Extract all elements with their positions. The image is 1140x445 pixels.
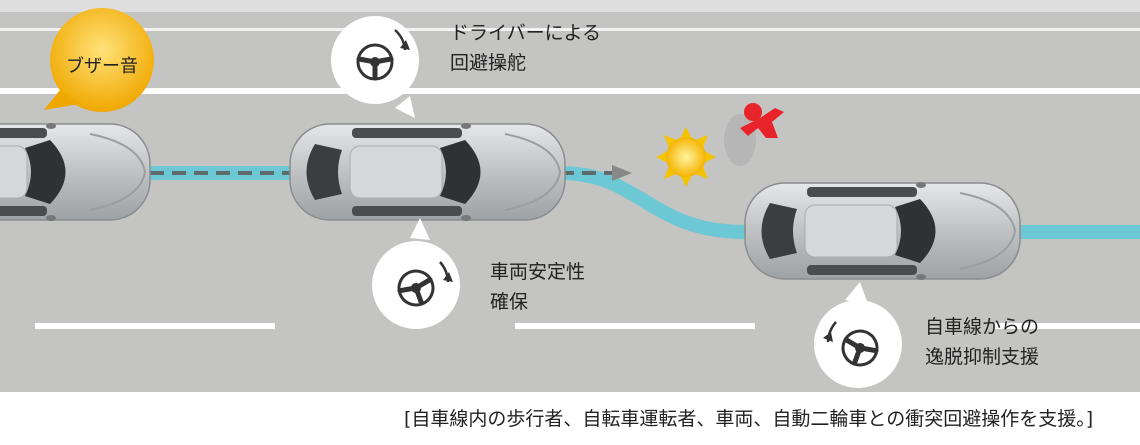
collision-burst-icon <box>656 127 716 187</box>
road-top-stripe <box>0 0 1140 12</box>
lane-line-top <box>0 88 1140 94</box>
lane-dash <box>35 323 275 329</box>
lane-return-label: 自車線からの 逸脱抑制支援 <box>925 316 1040 368</box>
rotate-arrow-icon <box>439 261 450 283</box>
pedestrian-shadow <box>724 114 756 166</box>
driver-avoidance-label: ドライバーによる 回避操舵 <box>450 22 602 74</box>
buzzer-label: ブザー音 <box>66 56 138 77</box>
car-middle <box>289 122 566 222</box>
driver-steering-bubble <box>331 16 419 118</box>
car-left <box>0 122 151 222</box>
lane-dash <box>995 323 1140 329</box>
road-edge-line <box>0 28 1140 31</box>
travel-path <box>140 166 1140 239</box>
lane-dash <box>515 323 755 329</box>
path-arrow-icon <box>612 165 632 181</box>
rotate-arrow-icon <box>826 321 837 343</box>
buzzer-bubble <box>44 8 154 112</box>
lane-return-bubble <box>814 282 902 388</box>
caption: [自車線内の歩行者、自転車運転者、車両、自動二輪車との衝突回避操作を支援。] <box>404 408 1094 430</box>
stability-bubble <box>372 218 460 329</box>
pedestrian-icon <box>740 103 784 138</box>
stability-label: 車両安定性 確保 <box>490 261 586 313</box>
car-right <box>744 181 1021 281</box>
